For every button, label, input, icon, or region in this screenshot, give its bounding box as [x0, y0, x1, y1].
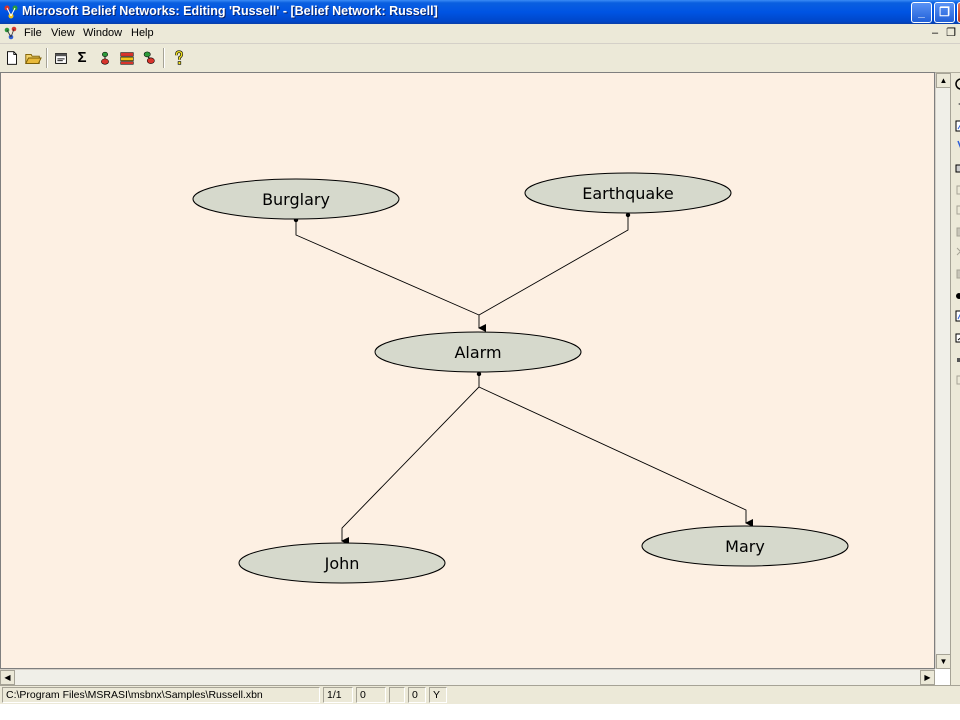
node-label: Earthquake [582, 184, 674, 203]
cases-icon[interactable] [117, 48, 137, 68]
disabled-tool-icon[interactable] [952, 265, 960, 283]
link-tool-icon[interactable] [952, 137, 960, 155]
properties-icon[interactable] [51, 48, 71, 68]
node-john[interactable]: John [238, 542, 446, 584]
status-count: 0 [356, 687, 386, 703]
status-value: 0 [408, 687, 426, 703]
menu-file[interactable]: File [24, 27, 42, 39]
sigma-icon[interactable]: Σ [77, 49, 87, 66]
stamp-tool-icon[interactable] [952, 349, 960, 367]
scroll-left-icon[interactable]: ◀ [0, 670, 15, 685]
scroll-right-icon[interactable]: ▶ [920, 670, 935, 685]
disabled-tool-icon[interactable] [952, 181, 960, 199]
arc-burglary-alarm[interactable] [295, 220, 486, 332]
document-icon[interactable] [3, 25, 19, 41]
network-canvas[interactable]: Burglary Earthquake Alarm John Mary [0, 72, 935, 669]
vertical-scrollbar[interactable]: ▲ ▼ [935, 73, 951, 669]
horizontal-scrollbar[interactable]: ◀ ▶ [0, 669, 935, 686]
status-file-path: C:\Program Files\MSRASI\msbnx\Samples\Ru… [2, 687, 320, 703]
bottom-strip [0, 704, 960, 720]
toolbar-separator [163, 48, 165, 68]
disabled-tool-icon[interactable] [952, 201, 960, 219]
chart-tool-icon[interactable] [952, 117, 960, 135]
arrow-tool-icon[interactable] [952, 95, 960, 113]
menu-window[interactable]: Window [83, 27, 123, 39]
disabled-tool-icon[interactable] [952, 371, 960, 389]
node-mary[interactable]: Mary [641, 525, 849, 567]
edit-tool-icon[interactable] [952, 329, 960, 347]
title-bar: Microsoft Belief Networks: Editing 'Russ… [0, 0, 960, 24]
menu-bar: File View Window Help – ❐ [0, 24, 960, 44]
menu-view[interactable]: View [51, 27, 75, 39]
window-title: Microsoft Belief Networks: Editing 'Russ… [22, 4, 438, 18]
tool-palette [950, 73, 960, 685]
node-label: Alarm [454, 343, 501, 362]
scroll-up-icon[interactable]: ▲ [936, 73, 951, 88]
app-icon [4, 5, 18, 19]
scroll-down-icon[interactable]: ▼ [936, 654, 951, 669]
node-label: John [324, 554, 360, 573]
add-node-icon[interactable] [95, 48, 115, 68]
node-burglary[interactable]: Burglary [192, 178, 400, 220]
restore-button[interactable]: ❐ [934, 2, 955, 23]
close-button[interactable]: ✕ [957, 2, 960, 23]
node-alarm[interactable]: Alarm [374, 331, 582, 373]
graph-tool-icon[interactable] [952, 307, 960, 325]
node-label: Burglary [262, 190, 330, 209]
binoculars-icon[interactable] [952, 285, 960, 303]
node-label: Mary [725, 537, 765, 556]
network-diagram: Burglary Earthquake Alarm John Mary [192, 172, 849, 584]
status-blank [389, 687, 405, 703]
status-flag: Y [429, 687, 447, 703]
evaluate-icon[interactable] [139, 48, 159, 68]
node-earthquake[interactable]: Earthquake [524, 172, 732, 214]
help-icon[interactable] [169, 48, 189, 68]
toolbar: Σ [0, 44, 960, 73]
arc-alarm-mary[interactable] [478, 386, 753, 527]
arc-earthquake-alarm[interactable] [478, 215, 629, 316]
arc-origin-dot [625, 212, 631, 218]
status-bar: C:\Program Files\MSRASI\msbnx\Samples\Ru… [0, 685, 960, 705]
disabled-tool-icon[interactable] [952, 243, 960, 261]
new-file-icon[interactable] [2, 48, 22, 68]
toolbar-separator [46, 48, 48, 68]
mdi-minimize-button[interactable]: – [931, 27, 939, 39]
arc-origin-dot [476, 371, 482, 377]
menu-help[interactable]: Help [131, 27, 154, 39]
pointer-tool-icon[interactable] [952, 75, 960, 93]
disabled-tool-icon[interactable] [952, 223, 960, 241]
status-page: 1/1 [323, 687, 353, 703]
arc-alarm-john[interactable] [341, 374, 480, 545]
open-folder-icon[interactable] [23, 48, 43, 68]
mdi-restore-button[interactable]: ❐ [946, 27, 956, 39]
print-tool-icon[interactable] [952, 159, 960, 177]
minimize-button[interactable]: _ [911, 2, 932, 23]
